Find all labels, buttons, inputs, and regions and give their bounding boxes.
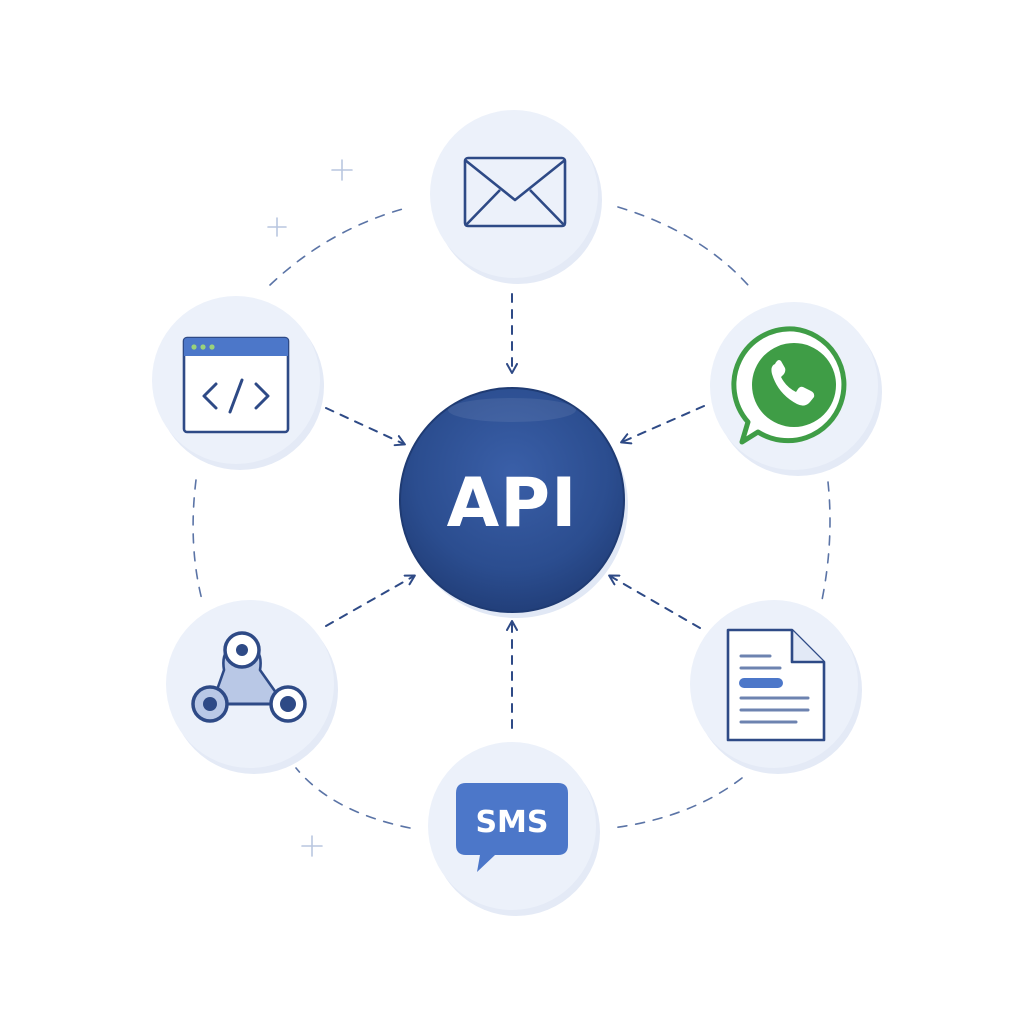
sparkle-icon <box>267 217 287 237</box>
browser-code-icon <box>182 336 290 434</box>
ring-segment-sms-webhook <box>295 767 411 829</box>
phone-icon <box>771 360 815 406</box>
sms-label: SMS <box>475 805 548 840</box>
api-hub[interactable]: API <box>399 387 628 618</box>
ring-segment-whatsapp-document <box>821 481 831 601</box>
node-sms[interactable]: SMS <box>428 742 600 916</box>
envelope-icon <box>463 156 567 228</box>
sparkle-icon <box>331 159 353 181</box>
webhook-icon <box>191 631 307 723</box>
sparkle-icon <box>301 835 323 857</box>
connector-whatsapp <box>620 405 705 445</box>
whatsapp-icon <box>731 326 847 445</box>
node-email[interactable] <box>430 110 602 284</box>
connector-webhook <box>325 574 416 627</box>
ring-segment-document-sms <box>611 777 743 829</box>
ring-segment-webhook-webcode <box>192 479 203 601</box>
sparkles <box>267 159 353 857</box>
code-brackets-icon <box>202 378 270 414</box>
connector-document <box>608 574 701 629</box>
ring-segment-email-whatsapp <box>617 206 749 286</box>
node-document[interactable] <box>690 600 862 774</box>
document-icon <box>726 628 826 742</box>
connectors <box>325 293 705 729</box>
node-webhook[interactable] <box>166 600 338 774</box>
node-web-code[interactable] <box>152 296 324 470</box>
outer-ring <box>192 206 831 829</box>
connector-webcode <box>325 407 406 447</box>
api-label: API <box>447 464 578 543</box>
node-whatsapp[interactable] <box>710 302 882 476</box>
ring-segment-webcode-email <box>269 206 411 286</box>
sms-bubble-icon: SMS <box>456 783 568 872</box>
